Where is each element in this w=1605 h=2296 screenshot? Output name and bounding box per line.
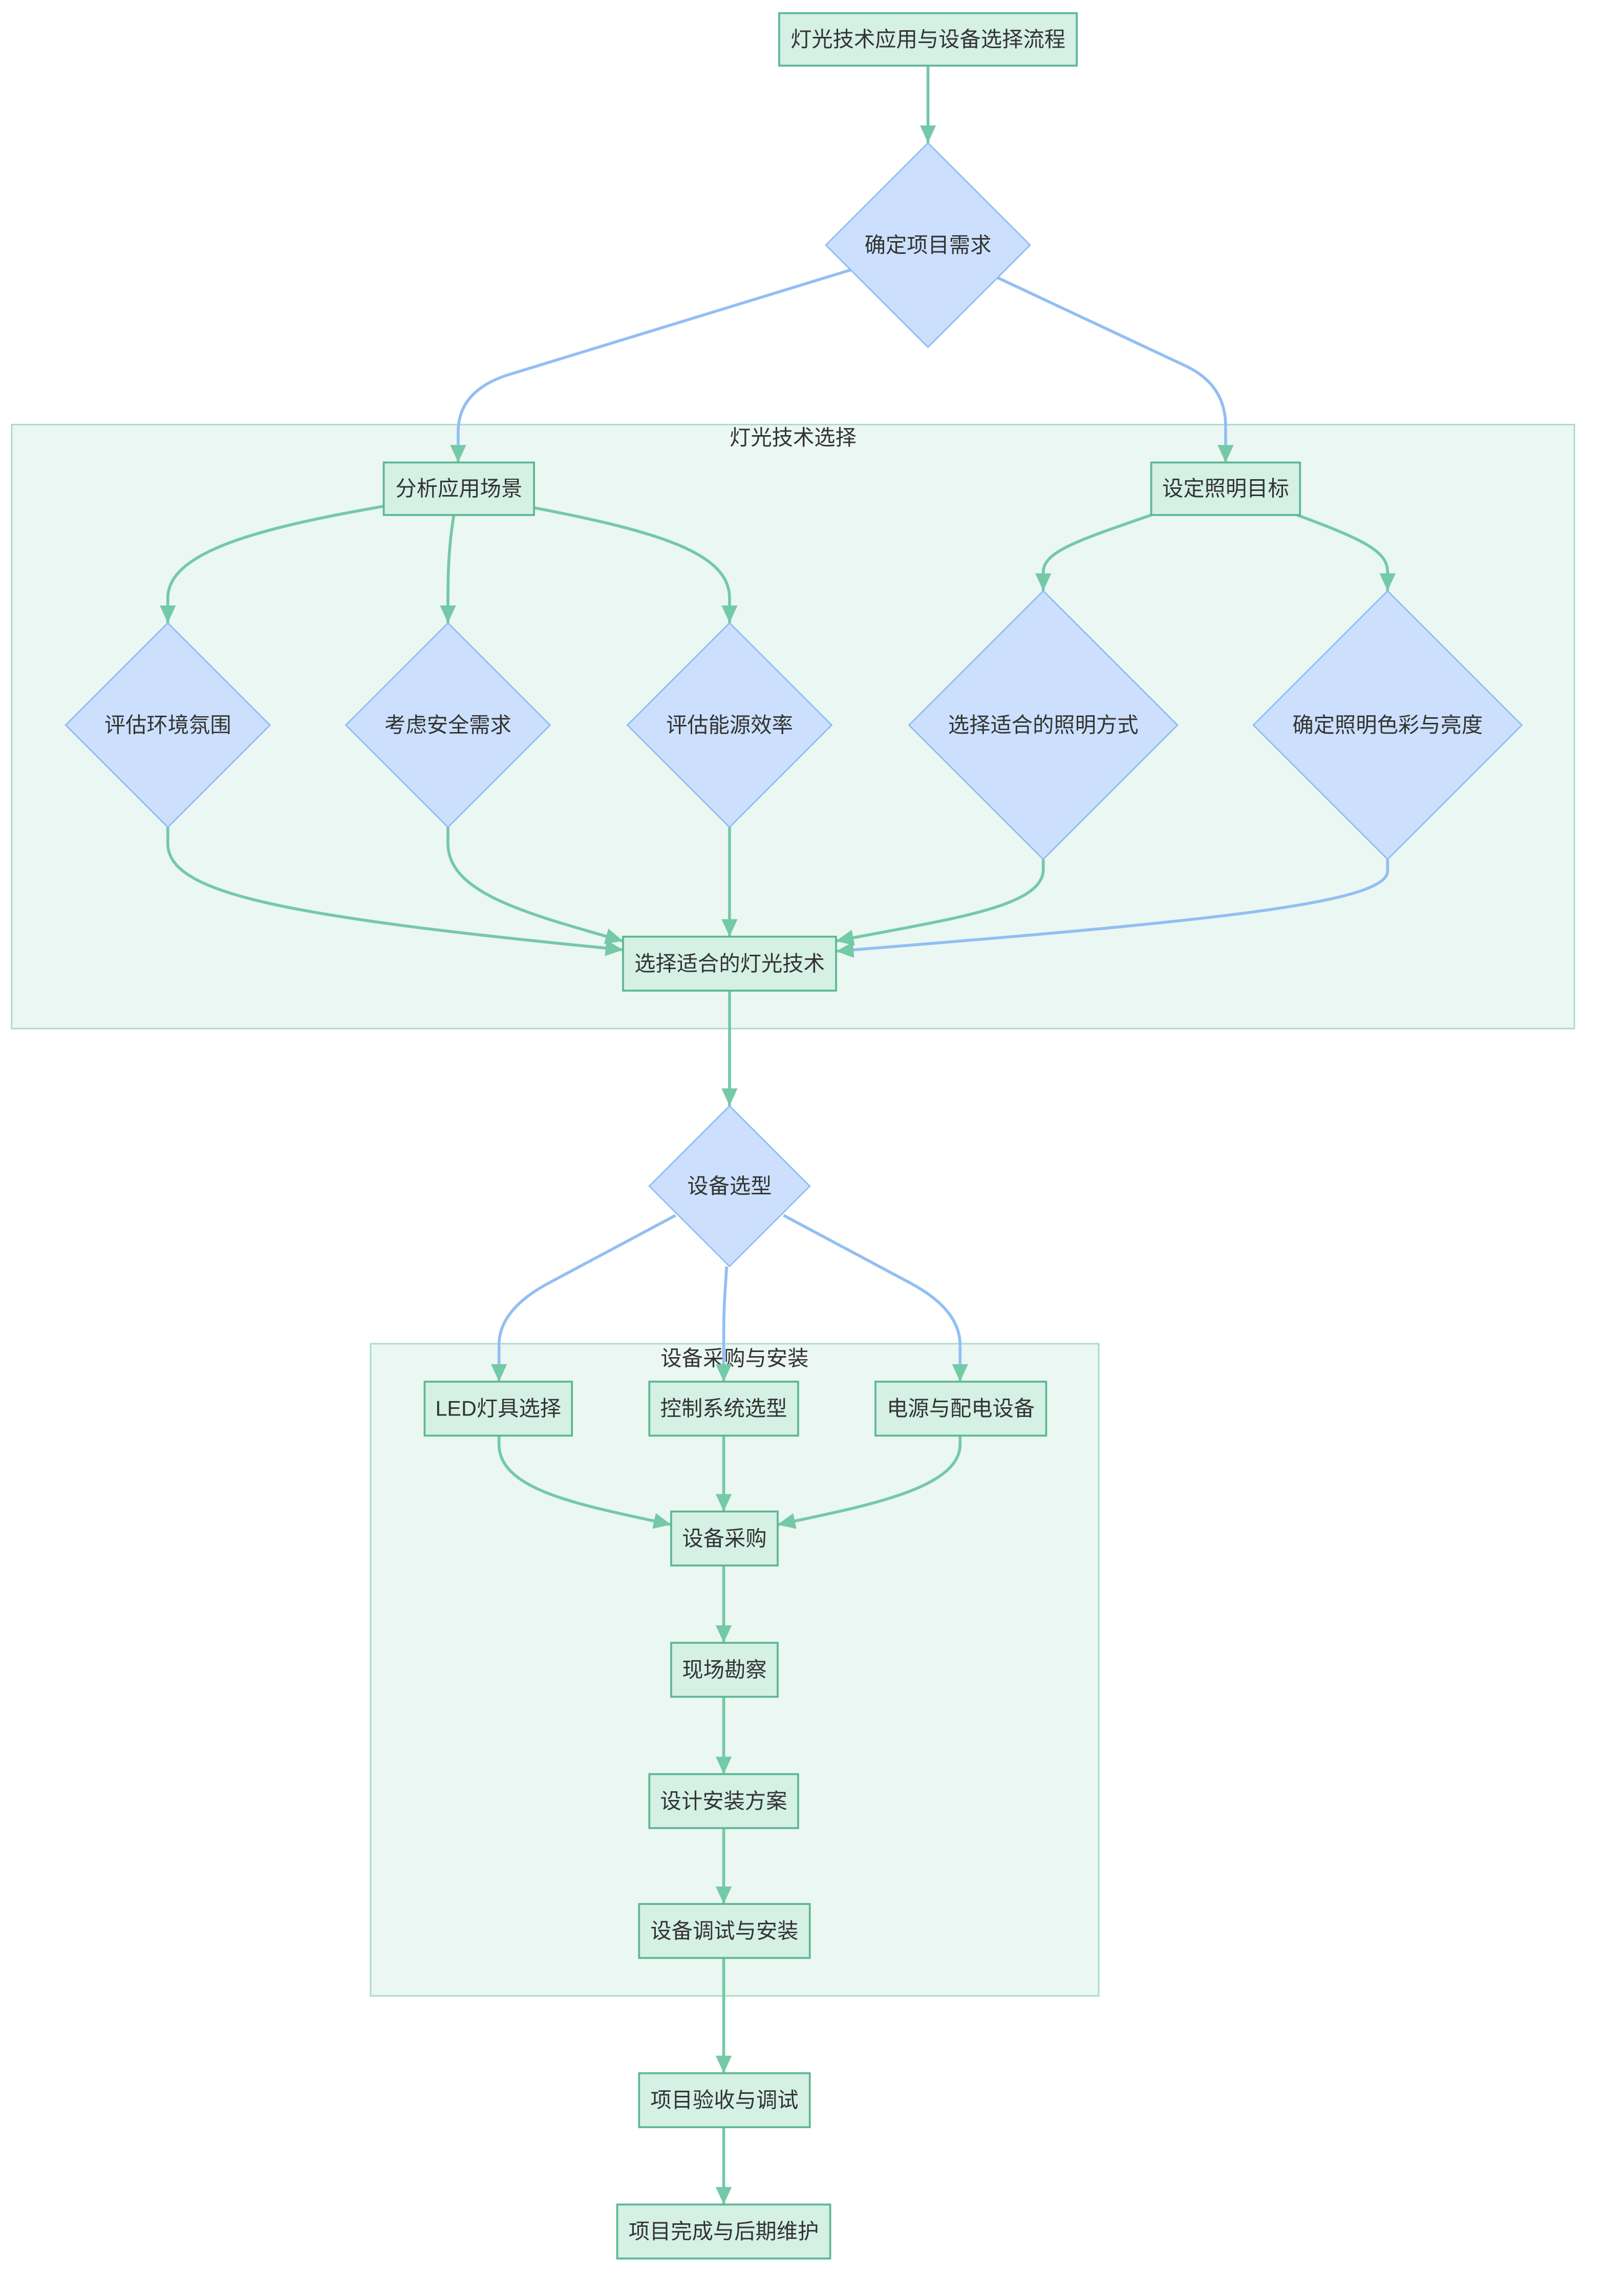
node-design-installation-plan: 设计安装方案 bbox=[648, 1773, 799, 1829]
edge-equipment-selection-to-power-distribution bbox=[783, 1214, 968, 1382]
node-analyze-scenarios: 分析应用场景 bbox=[382, 461, 535, 516]
process-box bbox=[670, 1510, 779, 1567]
node-label: 评估能源效率 bbox=[666, 713, 793, 737]
node-power-distribution: 电源与配电设备 bbox=[874, 1381, 1047, 1437]
node-label: 项目验收与调试 bbox=[650, 2089, 798, 2112]
node-equipment-selection: 设备选型 bbox=[648, 1105, 811, 1268]
edge-consider-safety-to-choose-lighting-technology bbox=[446, 827, 624, 944]
edge-analyze-scenarios-to-consider-safety bbox=[440, 514, 456, 623]
process-box bbox=[382, 461, 535, 516]
node-determine-color-brightness: 确定照明色彩与亮度 bbox=[1252, 590, 1523, 861]
process-box bbox=[622, 935, 837, 992]
edges bbox=[160, 66, 1396, 2205]
node-control-system-selection: 控制系统选型 bbox=[648, 1381, 799, 1437]
process-box bbox=[778, 12, 1078, 67]
cluster-label: 灯光技术选择 bbox=[730, 426, 857, 449]
node-start: 灯光技术应用与设备选择流程 bbox=[778, 12, 1078, 67]
node-consider-safety: 考虑安全需求 bbox=[345, 621, 551, 828]
edge-analyze-scenarios-to-assess-atmosphere bbox=[160, 505, 384, 623]
decision-diamond bbox=[1252, 590, 1523, 861]
node-label: 选择适合的灯光技术 bbox=[634, 952, 825, 975]
process-box bbox=[648, 1773, 799, 1829]
process-box bbox=[423, 1381, 573, 1437]
process-box bbox=[638, 1903, 811, 1959]
edge-analyze-scenarios-to-assess-energy bbox=[533, 506, 738, 623]
decision-diamond bbox=[345, 621, 551, 828]
process-box bbox=[616, 2203, 831, 2260]
node-label: 设备调试与安装 bbox=[650, 1919, 798, 1943]
node-label: 考虑安全需求 bbox=[384, 713, 511, 737]
edge-choose-lighting-method-to-choose-lighting-technology bbox=[836, 859, 1045, 946]
cluster-label: 设备采购与安装 bbox=[660, 1346, 808, 1370]
decision-diamond bbox=[825, 142, 1032, 349]
node-acceptance-testing: 项目验收与调试 bbox=[638, 2072, 811, 2129]
node-label: 设备采购 bbox=[682, 1527, 766, 1550]
node-label: LED灯具选择 bbox=[435, 1397, 561, 1421]
decision-diamond bbox=[626, 621, 833, 828]
node-equipment-procurement: 设备采购 bbox=[670, 1510, 779, 1567]
edge-determine-requirements-to-set-lighting-goals bbox=[996, 275, 1234, 463]
node-label: 设计安装方案 bbox=[660, 1789, 787, 1813]
edge-determine-color-brightness-to-choose-lighting-technology bbox=[836, 859, 1389, 958]
node-led-fixture-selection: LED灯具选择 bbox=[423, 1381, 573, 1437]
edge-set-lighting-goals-to-determine-color-brightness bbox=[1296, 513, 1396, 591]
node-assess-atmosphere: 评估环境氛围 bbox=[65, 621, 271, 828]
process-box bbox=[1150, 461, 1301, 516]
node-site-survey: 现场勘察 bbox=[670, 1642, 779, 1698]
decision-diamond bbox=[648, 1105, 811, 1268]
node-label: 设定照明目标 bbox=[1162, 477, 1289, 501]
node-label: 选择适合的照明方式 bbox=[948, 713, 1139, 737]
decision-diamond bbox=[908, 590, 1179, 861]
node-assess-energy: 评估能源效率 bbox=[626, 621, 833, 828]
node-label: 项目完成与后期维护 bbox=[629, 2220, 819, 2243]
edge-assess-atmosphere-to-choose-lighting-technology bbox=[166, 827, 624, 956]
node-choose-lighting-method: 选择适合的照明方式 bbox=[908, 590, 1179, 861]
edge-determine-requirements-to-analyze-scenarios bbox=[450, 268, 851, 463]
node-completion-maintenance: 项目完成与后期维护 bbox=[616, 2203, 831, 2260]
node-label: 评估环境氛围 bbox=[104, 713, 231, 737]
edge-power-distribution-to-equipment-procurement bbox=[777, 1435, 962, 1529]
edge-set-lighting-goals-to-choose-lighting-method bbox=[1035, 513, 1152, 591]
node-label: 控制系统选型 bbox=[660, 1397, 787, 1421]
edge-led-fixture-selection-to-equipment-procurement bbox=[497, 1435, 672, 1529]
process-box bbox=[874, 1381, 1047, 1437]
node-label: 设备选型 bbox=[687, 1174, 772, 1198]
node-label: 灯光技术应用与设备选择流程 bbox=[790, 28, 1065, 51]
process-box bbox=[670, 1642, 779, 1698]
edge-equipment-selection-to-control-system-selection bbox=[715, 1266, 732, 1382]
node-label: 分析应用场景 bbox=[395, 477, 522, 501]
node-determine-requirements: 确定项目需求 bbox=[825, 142, 1032, 349]
node-label: 现场勘察 bbox=[682, 1658, 766, 1682]
decision-diamond bbox=[65, 621, 271, 828]
process-box bbox=[638, 2072, 811, 2129]
node-set-lighting-goals: 设定照明目标 bbox=[1150, 461, 1301, 516]
process-box bbox=[648, 1381, 799, 1437]
node-label: 电源与配电设备 bbox=[887, 1397, 1035, 1421]
node-choose-lighting-technology: 选择适合的灯光技术 bbox=[622, 935, 837, 992]
node-label: 确定照明色彩与亮度 bbox=[1292, 713, 1483, 737]
node-commissioning-installation: 设备调试与安装 bbox=[638, 1903, 811, 1959]
edge-equipment-selection-to-led-fixture-selection bbox=[491, 1214, 676, 1382]
node-label: 确定项目需求 bbox=[865, 233, 992, 257]
